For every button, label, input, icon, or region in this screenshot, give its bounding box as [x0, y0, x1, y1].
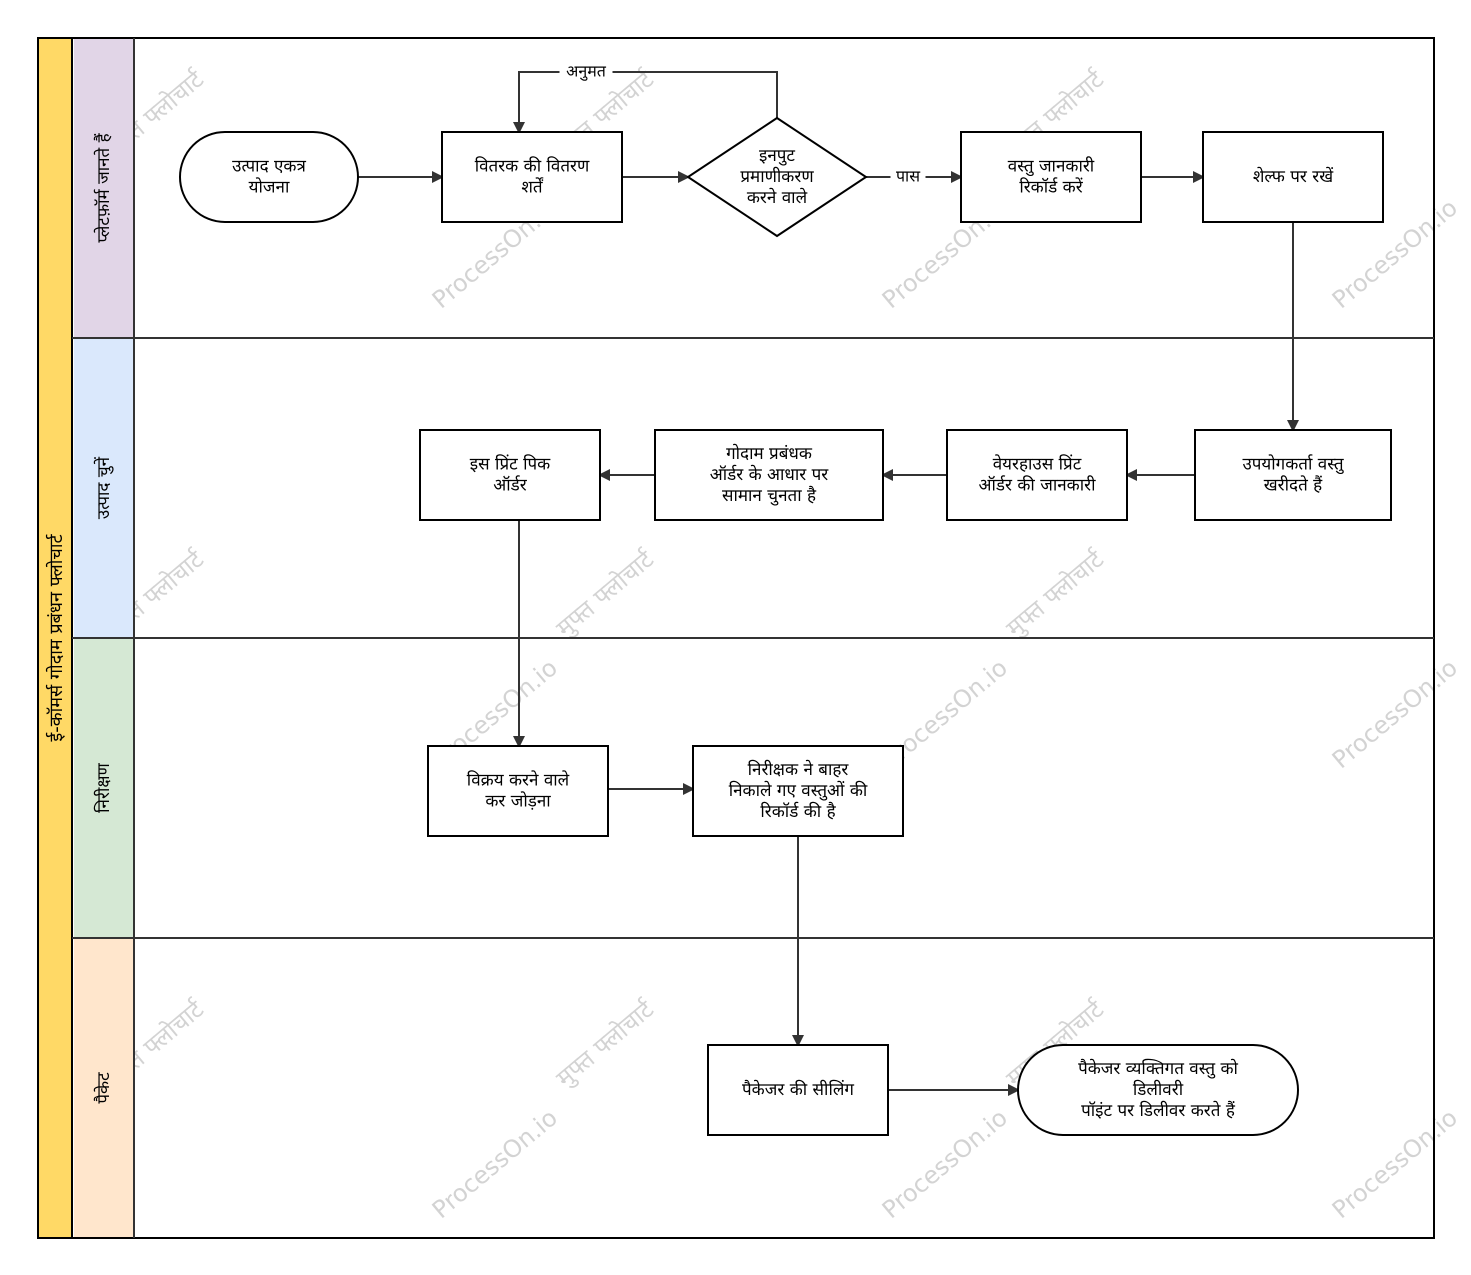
node-label-line: वितरक की वितरण: [475, 156, 590, 177]
node-label-line: उत्पाद एकत्र: [232, 157, 306, 177]
process-box: [1194, 429, 1392, 521]
process-box: [427, 745, 609, 837]
process-box: [419, 429, 601, 521]
process-box: [692, 745, 904, 837]
node-label-line: कर जोड़ना: [485, 791, 551, 812]
node-label-n12: पैकेजर की सीलिंग: [742, 1079, 854, 1100]
node-label-line: पैकेजर व्यक्तिगत वस्तु को: [1078, 1058, 1238, 1079]
node-label-n5: शेल्फ पर रखें: [1253, 166, 1334, 187]
node-label-line: रिकॉर्ड करें: [1019, 177, 1083, 198]
terminator-box: [1017, 1044, 1299, 1136]
node-label-line: सामान चुनता है: [722, 485, 817, 506]
watermark-text: मुफ्त फ्लोचार्ट: [551, 995, 661, 1094]
edge-label-bg: [890, 166, 926, 188]
lane-label-l3: निरीक्षण: [93, 762, 114, 812]
node-label-n4: वस्तु जानकारीरिकॉर्ड करें: [1008, 156, 1095, 198]
lane-label-l4: पैकेट: [93, 1072, 114, 1104]
lane-header-l2: [74, 339, 134, 637]
decision-diamond: [686, 116, 868, 238]
lane-header-l1: [74, 39, 134, 337]
node-label-line: प्रमाणीकरण: [740, 166, 814, 187]
process-box: [441, 131, 623, 223]
node-label-line: करने वाले: [747, 187, 808, 208]
process-box: [960, 131, 1142, 223]
process-box: [1202, 131, 1384, 223]
node-label-line: डिलीवरी: [1133, 1079, 1184, 1100]
node-label-line: वेयरहाउस प्रिंट: [993, 454, 1082, 475]
node-label-line: विक्रय करने वाले: [467, 770, 570, 791]
node-n13-terminator[interactable]: पैकेजर व्यक्तिगत वस्तु कोडिलीवरीपॉइंट पर…: [1017, 1044, 1299, 1136]
watermark-text: मुफ्त फ्लोचार्ट: [551, 545, 661, 644]
node-label-line: योजना: [249, 177, 290, 198]
watermark-text: ProcessOn.io: [1327, 1104, 1463, 1225]
node-label-line: शेल्फ पर रखें: [1253, 166, 1334, 187]
lanes-layer: प्लेटफ़ॉर्म जानते हैं उत्पाद चुनें निरीक्ष…: [72, 38, 1434, 1238]
node-label-line: उपयोगकर्ता वस्तु: [1242, 454, 1344, 475]
node-label-line: ऑर्डर के आधार पर: [710, 464, 830, 485]
edge-label-bg: [559, 61, 613, 83]
watermark-text: मुफ्त फ्लोचार्ट: [1001, 545, 1111, 644]
edges-layer: अनुमत पास: [358, 61, 1299, 1096]
lane-header-l3: [74, 639, 134, 937]
process-box: [707, 1044, 889, 1136]
node-label-line: इनपुट: [759, 146, 795, 166]
node-label-n10: विक्रय करने वालेकर जोड़ना: [467, 770, 570, 812]
node-label-line: वस्तु जानकारी: [1008, 156, 1095, 177]
lane-label-l2: उत्पाद चुनें: [93, 456, 114, 519]
watermark-text: ProcessOn.io: [877, 1104, 1013, 1225]
node-label-line: ऑर्डर: [493, 475, 527, 496]
node-label-line: ऑर्डर की जानकारी: [979, 475, 1097, 496]
node-label-line: निरीक्षक ने बाहर: [748, 759, 850, 780]
terminator-box: [179, 131, 359, 223]
node-label-line: इस प्रिंट पिक: [470, 454, 551, 475]
edge-label-n3-n4: पास: [896, 167, 921, 186]
node-n10-process[interactable]: विक्रय करने वालेकर जोड़ना: [427, 745, 609, 837]
node-label-n13: पैकेजर व्यक्तिगत वस्तु कोडिलीवरीपॉइंट पर…: [1078, 1058, 1238, 1121]
node-n12-process[interactable]: पैकेजर की सीलिंग: [707, 1044, 889, 1136]
node-label-line: रिकॉर्ड की है: [760, 801, 836, 822]
node-label-line: पैकेजर की सीलिंग: [742, 1079, 854, 1100]
node-label-n6: उपयोगकर्ता वस्तुखरीदते हैं: [1242, 454, 1344, 496]
process-box: [654, 429, 884, 521]
node-label-line: गोदाम प्रबंधक: [726, 443, 813, 464]
node-label-line: निकाले गए वस्तुओं की: [729, 780, 868, 801]
lane-label-l1: प्लेटफ़ॉर्म जानते हैं: [93, 132, 114, 242]
node-n6-process[interactable]: उपयोगकर्ता वस्तुखरीदते हैं: [1194, 429, 1392, 521]
node-label-line: शर्तें: [521, 177, 543, 198]
node-label-line: पॉइंट पर डिलीवर करते हैं: [1081, 1100, 1236, 1121]
lane-header-l4: [74, 939, 134, 1237]
diagram-title: ई-कॉमर्स गोदाम प्रबंधन फ्लोचार्ट: [45, 533, 67, 741]
node-n5-process[interactable]: शेल्फ पर रखें: [1202, 131, 1384, 223]
watermark-text: ProcessOn.io: [427, 1104, 563, 1225]
node-label-line: खरीदते हैं: [1264, 475, 1323, 496]
edge-n3-to-n2: [513, 71, 778, 134]
watermark-text: ProcessOn.io: [1327, 654, 1463, 775]
edge-label-n3-n2: अनुमत: [566, 62, 607, 82]
node-n4-process[interactable]: वस्तु जानकारीरिकॉर्ड करें: [960, 131, 1142, 223]
process-box: [946, 429, 1128, 521]
